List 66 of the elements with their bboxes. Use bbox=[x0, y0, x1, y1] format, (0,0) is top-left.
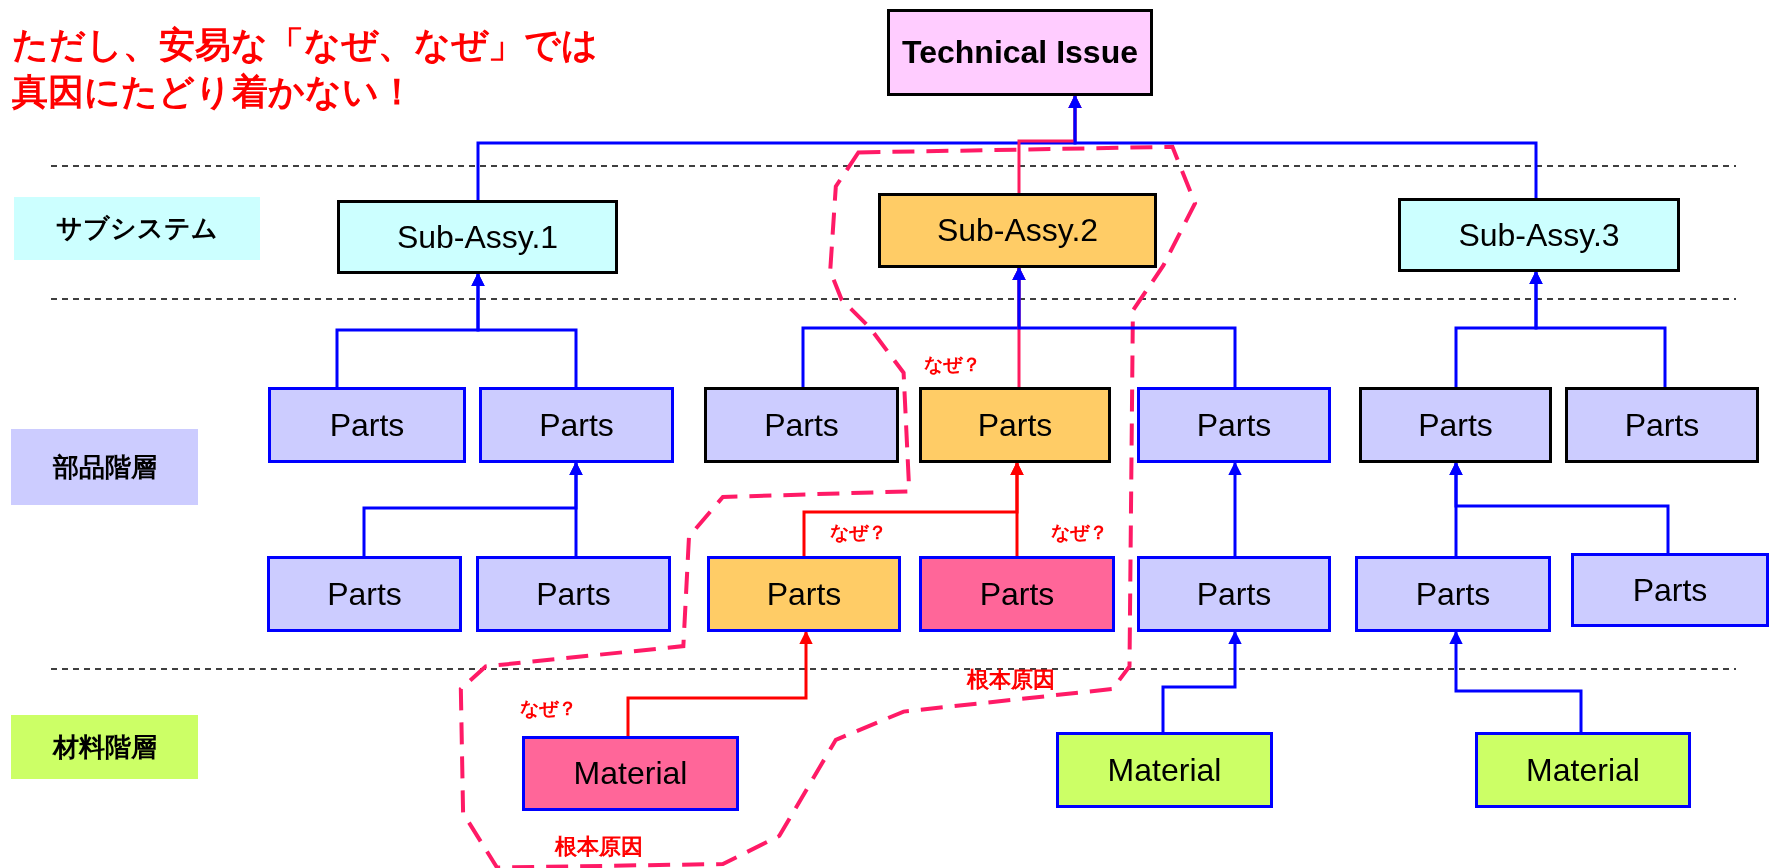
node-label: Sub-Assy.3 bbox=[1458, 216, 1620, 254]
node-label: Material bbox=[1107, 751, 1222, 789]
node-label: Material bbox=[1526, 751, 1640, 789]
node-label: Parts bbox=[979, 575, 1055, 613]
process-box bbox=[1398, 198, 1680, 272]
node-label: Parts bbox=[1624, 406, 1700, 444]
arrow bbox=[1529, 270, 1667, 387]
node-label: Parts bbox=[539, 406, 614, 444]
process-box bbox=[337, 200, 618, 274]
process-box bbox=[1355, 556, 1551, 632]
layer-band bbox=[11, 715, 198, 779]
heading: ただし、安易な「なぜ、なぜ」では真因にたどり着かない！ bbox=[12, 23, 599, 114]
process-box bbox=[268, 387, 466, 463]
arrow bbox=[471, 272, 578, 387]
node-label: 材料階層 bbox=[52, 730, 157, 764]
arrow bbox=[1449, 461, 1670, 553]
process-box bbox=[878, 193, 1157, 268]
arrow bbox=[1449, 630, 1583, 732]
process-box bbox=[267, 556, 462, 632]
process-box bbox=[1056, 732, 1273, 808]
node-label: Parts bbox=[977, 406, 1053, 444]
layer-band bbox=[14, 197, 260, 260]
annotation: なぜ？ bbox=[829, 520, 887, 545]
arrow bbox=[1068, 94, 1538, 198]
process-box bbox=[919, 556, 1115, 632]
process-box bbox=[887, 9, 1153, 96]
annotation: 根本原因 bbox=[967, 666, 1055, 694]
annotation: なぜ？ bbox=[923, 352, 981, 377]
node-label: Technical Issue bbox=[902, 34, 1138, 71]
process-box bbox=[1571, 553, 1769, 627]
node-label: Parts bbox=[766, 575, 842, 613]
node-label: Parts bbox=[764, 406, 839, 444]
process-box bbox=[522, 736, 739, 811]
annotation: なぜ？ bbox=[519, 696, 577, 721]
process-box bbox=[1137, 556, 1331, 632]
node-label: サブシステム bbox=[56, 212, 218, 245]
annotation: 根本原因 bbox=[555, 833, 643, 861]
node-label: Parts bbox=[536, 575, 611, 613]
process-box bbox=[476, 556, 671, 632]
node-label: Parts bbox=[329, 406, 405, 444]
process-box bbox=[1475, 732, 1691, 808]
arrow bbox=[1010, 461, 1024, 556]
arrow bbox=[1012, 266, 1237, 387]
process-box bbox=[479, 387, 674, 463]
node-label: Parts bbox=[1196, 575, 1272, 613]
node-label: Sub-Assy.2 bbox=[936, 212, 1099, 249]
arrow bbox=[569, 461, 583, 556]
arrow bbox=[1228, 461, 1242, 556]
process-box bbox=[1137, 387, 1331, 463]
process-box bbox=[1359, 387, 1552, 463]
annotation: なぜ？ bbox=[1050, 520, 1108, 545]
node-label: Parts bbox=[1415, 575, 1491, 613]
process-box bbox=[1565, 387, 1759, 463]
node-label: Parts bbox=[1632, 571, 1708, 609]
node-label: Parts bbox=[327, 575, 402, 613]
node-label: Material bbox=[573, 755, 688, 792]
node-label: 部品階層 bbox=[52, 450, 157, 484]
node-label: Parts bbox=[1418, 406, 1493, 444]
process-box bbox=[919, 387, 1111, 463]
layer-band bbox=[11, 429, 198, 505]
arrow bbox=[1161, 630, 1242, 732]
node-label: Parts bbox=[1196, 406, 1272, 444]
process-box bbox=[704, 387, 899, 463]
node-label: Sub-Assy.1 bbox=[396, 218, 559, 256]
arrow bbox=[626, 630, 813, 736]
process-box bbox=[707, 556, 901, 632]
